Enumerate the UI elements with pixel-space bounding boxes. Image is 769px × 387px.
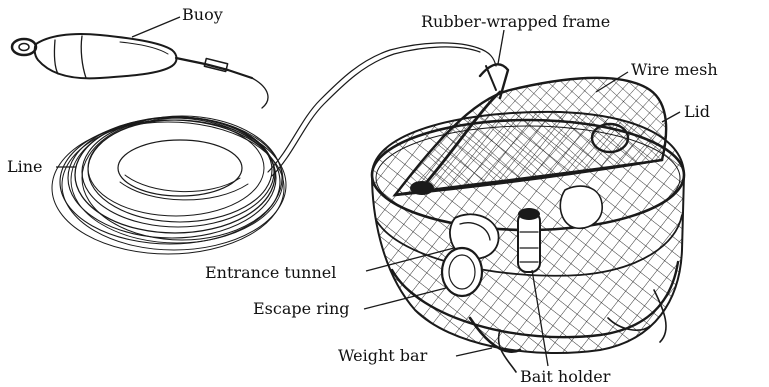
label-rubber-wrapped-frame: Rubber-wrapped frame [421,12,610,31]
label-entrance-tunnel: Entrance tunnel [205,263,336,282]
leader-buoy [132,17,180,37]
leader-weight-bar [456,348,492,356]
label-bait-holder: Bait holder [520,367,611,386]
label-buoy: Buoy [182,5,223,24]
leader-rubber-wrapped-frame [498,30,504,64]
crab-trap-illustration [372,64,684,372]
label-line: Line [7,157,43,176]
label-wire-mesh: Wire mesh [631,60,718,79]
label-escape-ring: Escape ring [253,299,350,318]
label-lid: Lid [684,102,710,121]
buoy-illustration [12,34,252,78]
label-weight-bar: Weight bar [338,346,428,365]
